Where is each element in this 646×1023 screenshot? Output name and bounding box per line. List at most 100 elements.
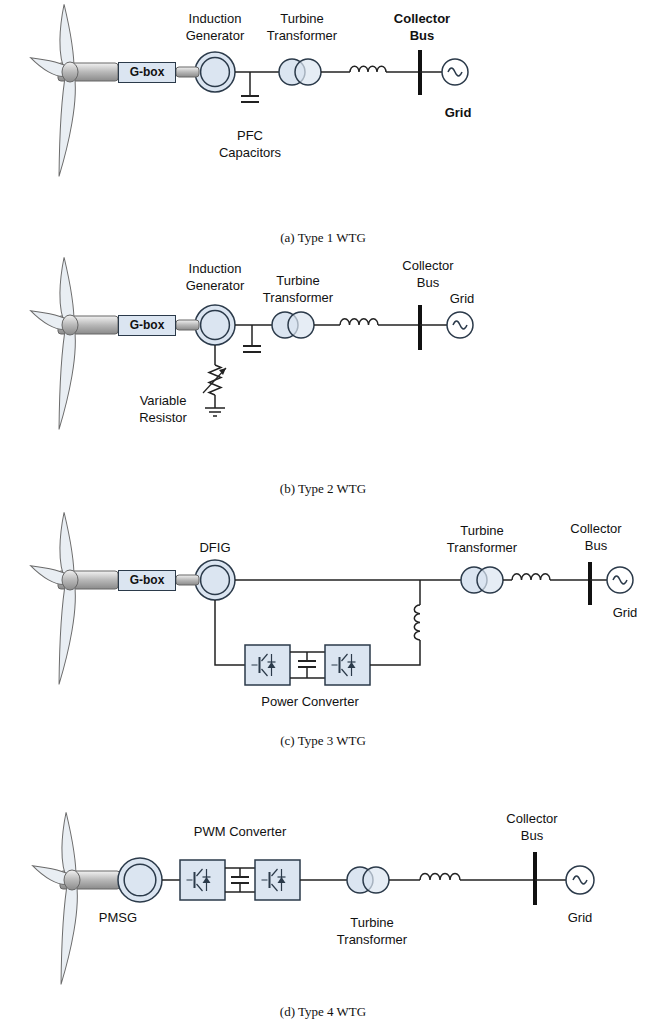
panel-caption: (b) Type 2 WTG [280, 481, 366, 498]
generator-symbol [201, 566, 230, 595]
capacitor-symbol [241, 95, 259, 97]
wire [370, 640, 420, 665]
converter-bridge [332, 654, 348, 676]
wind-turbine-rotor [54, 72, 77, 178]
capacitor-symbol [241, 72, 259, 102]
converter-bridge [245, 645, 290, 685]
inductor-symbol [512, 574, 550, 580]
component-label: Turbine Transformer [440, 523, 525, 557]
grid-source-symbol [607, 567, 633, 593]
converter-bridge [187, 869, 203, 891]
wire [321, 72, 350, 73]
wire [378, 324, 420, 326]
capacitor-symbol [298, 652, 316, 678]
gearbox-label: G-box [130, 65, 165, 79]
converter-bridge [194, 872, 196, 888]
wind-turbine-rotor [28, 4, 78, 177]
generator-symbol [118, 858, 162, 902]
converter-bridge [268, 661, 276, 662]
grid-source-symbol [448, 68, 462, 76]
inductor-symbol [414, 605, 420, 640]
converter-bridge [255, 860, 300, 900]
wind-turbine-rotor [56, 880, 79, 986]
generator-symbol [118, 858, 162, 902]
shaft [58, 316, 118, 334]
wire [314, 324, 340, 326]
generator-symbol [195, 305, 235, 345]
transformer-symbol [272, 312, 314, 338]
transformer-symbol [288, 312, 314, 338]
wire [535, 880, 566, 881]
wire [300, 879, 347, 881]
wire [214, 345, 216, 365]
variable-resistor-symbol [203, 365, 226, 395]
variable-resistor-symbol [219, 368, 226, 375]
wire [370, 640, 420, 665]
wire [389, 880, 420, 881]
shaft [58, 63, 118, 81]
converter-bridge [255, 860, 300, 900]
grid-source-symbol [566, 866, 594, 894]
component-label: Turbine Transformer [260, 11, 345, 45]
wire [215, 600, 245, 665]
transformer-symbol [461, 567, 503, 593]
panel-caption: (d) Type 4 WTG [280, 1004, 366, 1021]
component-label: PWM Converter [194, 824, 286, 841]
wire [420, 325, 447, 326]
converter-bridge [325, 645, 370, 685]
inductor-symbol [420, 874, 460, 881]
converter-bridge [180, 860, 225, 900]
capacitor-symbol [306, 652, 308, 661]
component-label: Collector Bus [495, 811, 570, 845]
capacitor-symbol [243, 351, 261, 353]
converter-bridge [262, 869, 278, 891]
converter-bridge [339, 657, 341, 673]
shaft [58, 316, 118, 334]
converter-bridge [269, 872, 271, 888]
component-label: PFC Capacitors [210, 128, 290, 162]
wind-turbine-rotor [30, 812, 80, 985]
capacitor-symbol [298, 660, 316, 662]
grid-source-symbol [613, 576, 627, 584]
converter-bridge [278, 877, 286, 883]
collector-bus-bar [535, 852, 536, 905]
converter-bridge [203, 876, 211, 877]
capacitor-symbol [241, 101, 259, 103]
shaft [176, 575, 199, 585]
wire [389, 879, 420, 881]
generator-symbol [201, 58, 230, 87]
converter-bridge [268, 662, 276, 668]
converter-bridge [245, 645, 290, 685]
shaft [176, 320, 199, 330]
wire [215, 395, 216, 408]
wind-turbine-rotor [54, 580, 77, 686]
wire [235, 72, 279, 73]
inductor-symbol [340, 319, 378, 325]
component-label: Turbine Transformer [256, 273, 341, 307]
wire [503, 579, 512, 581]
capacitor-symbol [251, 325, 253, 346]
capacitor-symbol [239, 883, 241, 892]
generator-symbol [195, 52, 235, 92]
inductor-symbol [350, 66, 386, 72]
wire [235, 580, 461, 581]
generator-symbol [195, 52, 235, 92]
transformer-symbol [279, 59, 321, 85]
grid-source-symbol [442, 59, 468, 85]
inductor-symbol [350, 66, 386, 72]
component-label: Grid [445, 105, 472, 122]
wind-turbine-rotor [28, 512, 78, 685]
wire [550, 580, 590, 581]
ground-symbol [205, 408, 225, 416]
grid-source-symbol [447, 312, 473, 338]
variable-resistor-symbol [203, 368, 226, 393]
transformer-symbol [363, 867, 389, 893]
wire [590, 579, 607, 581]
transformer-symbol [477, 567, 503, 593]
gearbox-box: G-box [118, 62, 176, 83]
component-label: Variable Resistor [128, 393, 198, 427]
converter-bridge [180, 860, 225, 900]
generator-symbol [195, 560, 235, 600]
wire [386, 71, 420, 73]
grid-source-symbol [447, 312, 473, 338]
